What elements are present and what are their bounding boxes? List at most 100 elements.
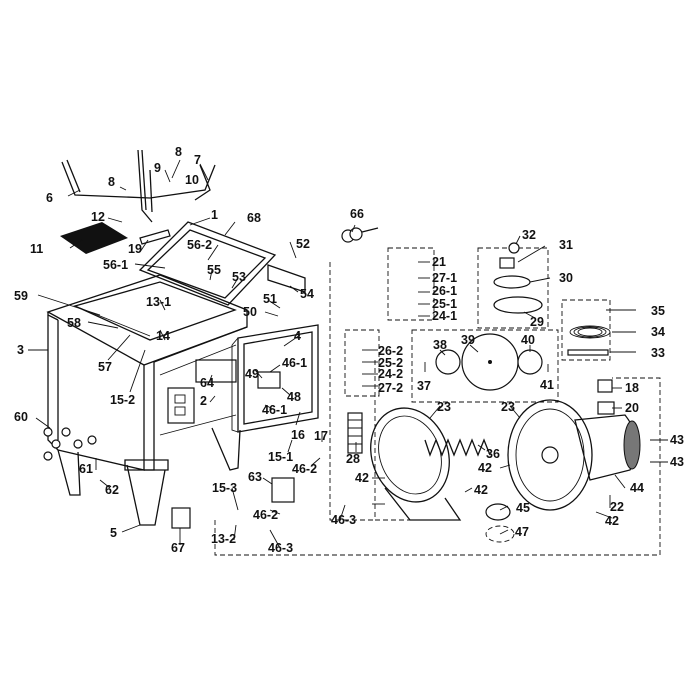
part-30 bbox=[493, 275, 531, 289]
label-12: 12 bbox=[91, 210, 105, 224]
label-53: 53 bbox=[232, 270, 246, 284]
label-44: 44 bbox=[630, 481, 644, 495]
part-47 bbox=[485, 525, 515, 543]
label-15-3: 15-3 bbox=[212, 481, 238, 495]
part-32 bbox=[508, 242, 520, 254]
label-34: 34 bbox=[651, 325, 665, 339]
label-23: 23 bbox=[437, 400, 451, 414]
part-48 bbox=[257, 371, 281, 389]
label-68: 68 bbox=[247, 211, 261, 225]
label-46-2: 46-2 bbox=[292, 462, 318, 476]
label-46-1: 46-1 bbox=[262, 403, 288, 417]
label-14: 14 bbox=[156, 329, 170, 343]
label-25-2: 25-2 bbox=[378, 356, 404, 370]
label-32: 32 bbox=[522, 228, 536, 242]
label-60: 60 bbox=[14, 410, 28, 424]
label-61: 61 bbox=[79, 462, 93, 476]
group-39-box bbox=[411, 329, 559, 403]
part-34-spring bbox=[569, 325, 611, 339]
label-55: 55 bbox=[207, 263, 221, 277]
label-46-3: 46-3 bbox=[268, 541, 294, 555]
label-8: 8 bbox=[108, 175, 115, 189]
part-33 bbox=[567, 349, 609, 356]
part-20 bbox=[597, 401, 615, 415]
label-24-1: 24-1 bbox=[432, 309, 458, 323]
spring-36 bbox=[424, 438, 491, 457]
label-59: 59 bbox=[14, 289, 28, 303]
group-35-box bbox=[561, 299, 611, 361]
part-40 bbox=[517, 349, 543, 375]
label-50: 50 bbox=[243, 305, 257, 319]
group-21-box bbox=[387, 247, 435, 321]
label-56-1: 56-1 bbox=[103, 258, 129, 272]
part-18 bbox=[597, 379, 613, 393]
label-24-2: 24-2 bbox=[378, 367, 404, 381]
legs bbox=[57, 427, 241, 526]
label-48: 48 bbox=[287, 390, 301, 404]
bracket-54 bbox=[267, 264, 306, 293]
label-2: 2 bbox=[200, 394, 207, 408]
label-37: 37 bbox=[417, 379, 431, 393]
label-29: 29 bbox=[530, 315, 544, 329]
leader-lines bbox=[28, 159, 668, 549]
label-51: 51 bbox=[263, 292, 277, 306]
label-66: 66 bbox=[350, 207, 364, 221]
part-29 bbox=[493, 296, 543, 314]
label-22: 22 bbox=[610, 500, 624, 514]
label-26-2: 26-2 bbox=[378, 344, 404, 358]
label-46-2: 46-2 bbox=[253, 508, 279, 522]
label-16: 16 bbox=[291, 428, 305, 442]
label-13-2: 13-2 bbox=[211, 532, 237, 546]
label-35: 35 bbox=[651, 304, 665, 318]
group-26-2-box bbox=[344, 329, 380, 397]
label-15-1: 15-1 bbox=[268, 450, 294, 464]
label-33: 33 bbox=[651, 346, 665, 360]
label-64: 64 bbox=[200, 376, 214, 390]
label-46-1: 46-1 bbox=[282, 356, 308, 370]
label-15-2: 15-2 bbox=[110, 393, 136, 407]
part-31 bbox=[499, 257, 515, 269]
part-66 bbox=[341, 227, 379, 243]
pipe-19 bbox=[139, 229, 171, 245]
part-28 bbox=[347, 412, 363, 454]
cabinet bbox=[46, 274, 248, 471]
label-57: 57 bbox=[98, 360, 112, 374]
label-27-1: 27-1 bbox=[432, 271, 458, 285]
label-27-2: 27-2 bbox=[378, 381, 404, 395]
label-67: 67 bbox=[171, 541, 185, 555]
label-54: 54 bbox=[300, 287, 314, 301]
label-4: 4 bbox=[294, 329, 301, 343]
label-45: 45 bbox=[516, 501, 530, 515]
label-40: 40 bbox=[521, 333, 535, 347]
bolts-60 bbox=[43, 427, 97, 461]
dash-line-a bbox=[329, 262, 375, 521]
label-26-1: 26-1 bbox=[432, 284, 458, 298]
label-62: 62 bbox=[105, 483, 119, 497]
label-47: 47 bbox=[515, 525, 529, 539]
label-19: 19 bbox=[128, 242, 142, 256]
volute-left bbox=[370, 407, 462, 521]
label-18: 18 bbox=[625, 381, 639, 395]
label-63: 63 bbox=[248, 470, 262, 484]
label-38: 38 bbox=[433, 338, 447, 352]
dash-line-b bbox=[214, 377, 661, 556]
label-43: 43 bbox=[670, 455, 684, 469]
label-5: 5 bbox=[110, 526, 117, 540]
lid-frame bbox=[138, 221, 277, 306]
label-46-3: 46-3 bbox=[331, 513, 357, 527]
label-31: 31 bbox=[559, 238, 573, 252]
label-42: 42 bbox=[355, 471, 369, 485]
label-43: 43 bbox=[670, 433, 684, 447]
label-25-1: 25-1 bbox=[432, 297, 458, 311]
label-8: 8 bbox=[175, 145, 182, 159]
dash-line-c bbox=[374, 360, 460, 521]
label-23: 23 bbox=[501, 400, 515, 414]
rubber-mat bbox=[60, 222, 128, 254]
label-58: 58 bbox=[67, 316, 81, 330]
label-52: 52 bbox=[296, 237, 310, 251]
label-41: 41 bbox=[540, 378, 554, 392]
label-21: 21 bbox=[432, 255, 446, 269]
handle-rails bbox=[61, 149, 216, 223]
